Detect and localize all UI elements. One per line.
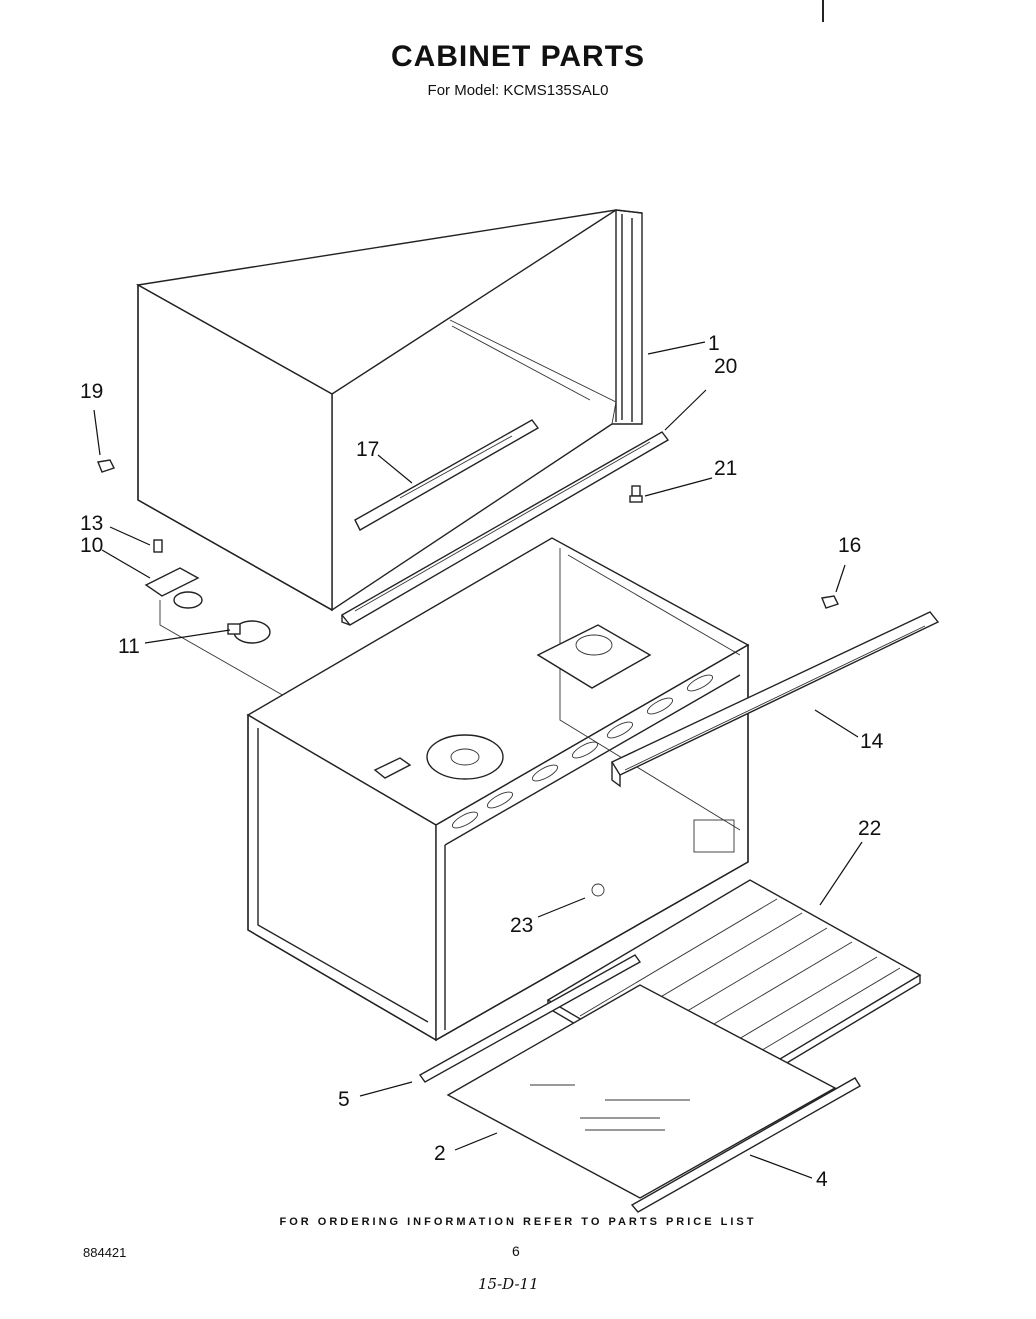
callout-21: 21 <box>714 457 737 480</box>
callout-17: 17 <box>356 438 379 461</box>
ordering-footer: FOR ORDERING INFORMATION REFER TO PARTS … <box>279 1216 757 1228</box>
part-1-outer-cabinet <box>135 209 643 612</box>
callout-13: 13 <box>80 512 103 535</box>
part-2-bottom-panel <box>446 984 837 1199</box>
page-edge-mark <box>822 0 824 22</box>
document-number: 884421 <box>83 1245 127 1260</box>
callout-16: 16 <box>838 534 861 557</box>
lamp-assembly <box>144 539 371 746</box>
part-4-front-rail <box>630 1077 861 1213</box>
part-16-screw <box>821 595 839 609</box>
handwritten-note: 15-D-11 <box>478 1275 539 1293</box>
part-19-screw <box>97 459 115 473</box>
leader-lines <box>93 341 863 1179</box>
callout-22: 22 <box>858 817 881 840</box>
page-title: CABINET PARTS <box>390 40 646 73</box>
callout-11: 11 <box>118 635 140 658</box>
part-14-rail <box>610 611 940 788</box>
callout-1: 1 <box>708 332 720 355</box>
callout-5: 5 <box>338 1088 350 1111</box>
callout-14: 14 <box>860 730 884 753</box>
callout-23: 23 <box>510 914 533 937</box>
part-5-side-rail <box>418 954 642 1083</box>
callout-19: 19 <box>80 380 103 403</box>
inner-cavity-chassis <box>246 537 750 1042</box>
model-subtitle: For Model: KCMS135SAL0 <box>427 82 609 99</box>
part-20-bottom-rail <box>340 431 670 626</box>
page-number: 6 <box>512 1243 520 1259</box>
vent-slots <box>451 674 714 829</box>
callout-labels: 1 20 19 17 21 13 10 16 11 14 22 23 5 2 4 <box>80 332 884 1191</box>
part-21-screw <box>629 485 643 503</box>
callout-20: 20 <box>714 355 737 378</box>
callout-2: 2 <box>434 1142 446 1165</box>
part-17-side-rail <box>354 419 540 531</box>
callout-10: 10 <box>80 534 103 557</box>
callout-4: 4 <box>816 1168 828 1191</box>
